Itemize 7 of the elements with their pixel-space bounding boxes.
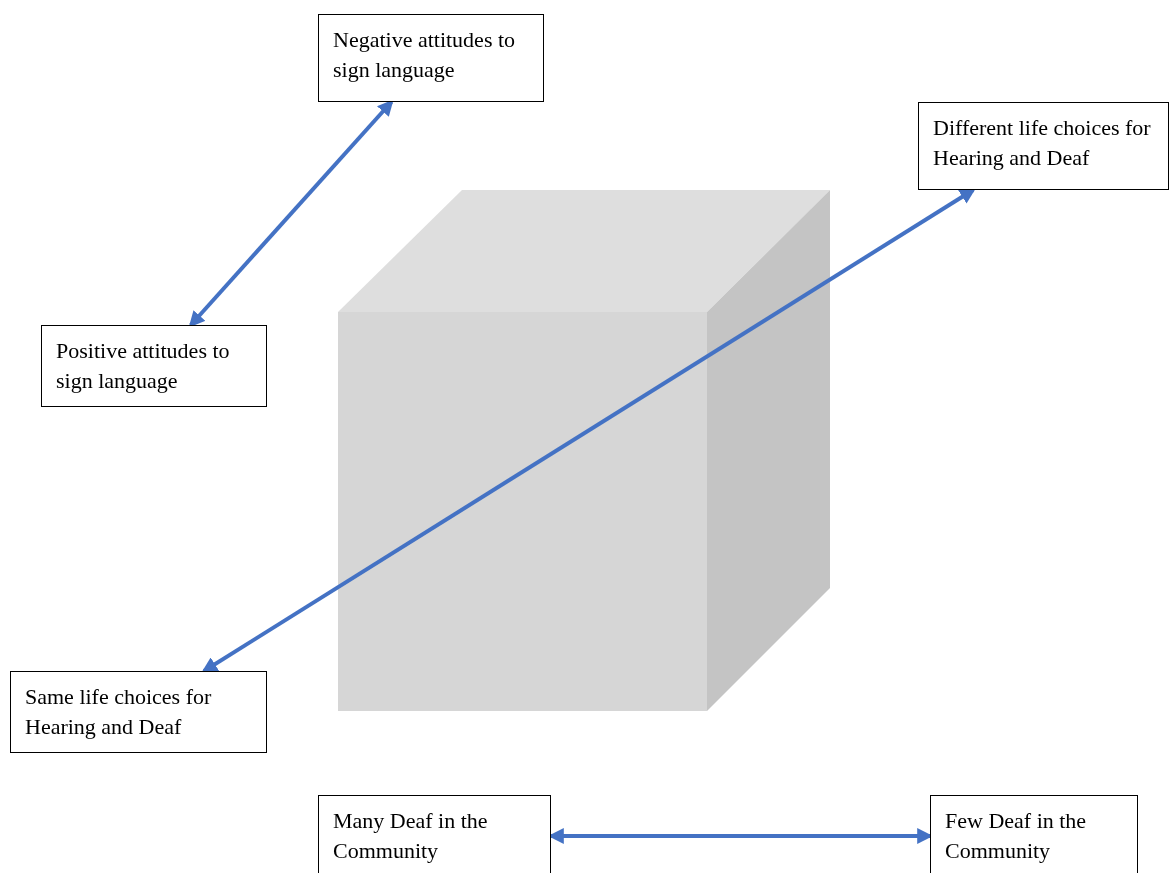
label-box: Negative attitudes to sign language bbox=[318, 14, 544, 102]
label-box: Few Deaf in the Community bbox=[930, 795, 1138, 873]
label-box: Many Deaf in the Community bbox=[318, 795, 551, 873]
label-box: Same life choices for Hearing and Deaf bbox=[10, 671, 267, 753]
label-box: Different life choices for Hearing and Deaf bbox=[918, 102, 1169, 190]
arrow bbox=[201, 188, 976, 673]
label-box: Positive attitudes to sign language bbox=[41, 325, 267, 407]
